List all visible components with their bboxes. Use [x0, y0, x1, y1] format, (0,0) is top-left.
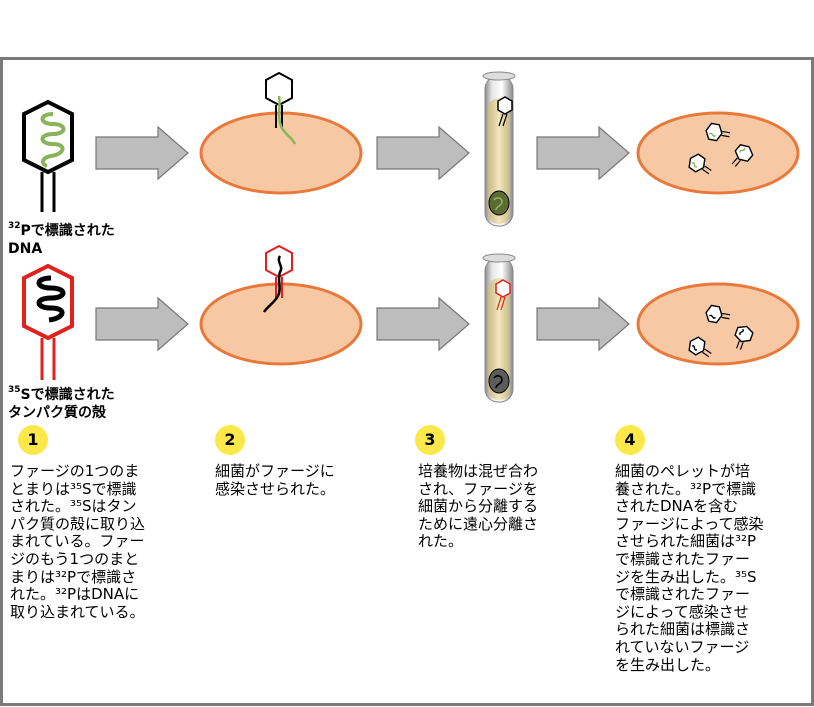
- step-1-text: ファージの1つのま とまりは³⁵Sで標識 された。³⁵Sはタン パク質の殻に取り…: [10, 462, 146, 621]
- coat-label-line2: タンパク質の殻: [8, 405, 106, 421]
- step-3-badge: 3: [415, 425, 445, 455]
- step-3-text: 培養物は混ぜ合わ され、ファージを 細菌から分離する ために遠心分離さ れた。: [418, 462, 539, 551]
- bacterium-infected-coat: [199, 244, 363, 366]
- coat-label-line1: Sで標識された: [20, 387, 115, 403]
- coat-label-sup: 35: [8, 385, 21, 395]
- dna-label-sup: 32: [8, 221, 21, 231]
- step-1-badge: 1: [18, 425, 48, 455]
- step-4-text: 細菌のペレットが培 養された。³²Pで標識 されたDNAを含む ファージによって…: [615, 462, 764, 674]
- step-2-badge: 2: [215, 425, 245, 455]
- test-tube-dna: [482, 71, 516, 227]
- bacterium-progeny-unlabeled: [636, 282, 800, 366]
- bacterium-progeny-labeled: [636, 111, 800, 195]
- dna-label-line1: Pで標識された: [20, 223, 115, 239]
- phage-coat-labeled: [22, 263, 74, 380]
- phage-dna-labeled: [22, 99, 74, 212]
- coat-label: 35Sで標識された タンパク質の殻: [8, 386, 115, 422]
- dna-label: 32Pで標識された DNA: [8, 222, 115, 258]
- step-4-badge: 4: [615, 425, 645, 455]
- test-tube-coat: [482, 253, 516, 403]
- step-2-text: 細菌がファージに 感染させられた。: [215, 462, 336, 498]
- bacterium-infected-dna: [199, 71, 363, 195]
- dna-label-line2: DNA: [8, 241, 43, 257]
